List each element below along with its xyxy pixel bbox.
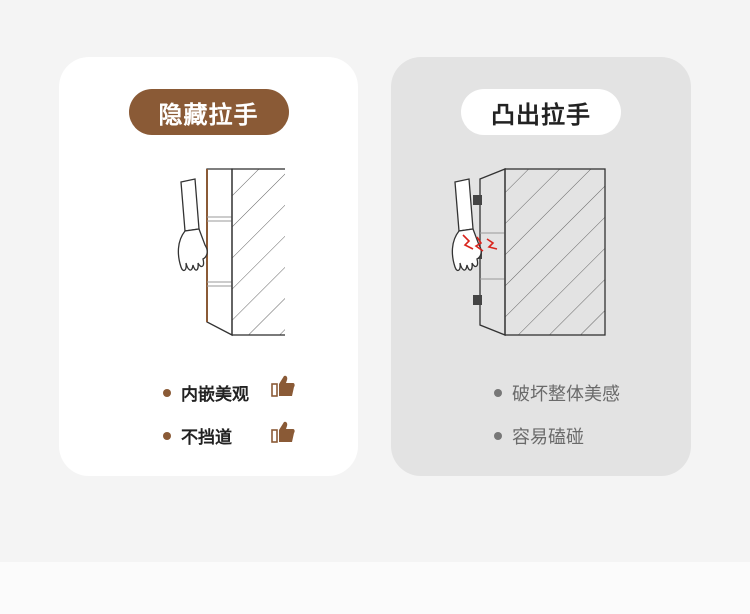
hidden-handle-card: 隐藏拉手 内嵌美观 不挡道 xyxy=(59,57,358,476)
feature-text: 不挡道 xyxy=(181,428,232,448)
thumbs-up-icon xyxy=(271,375,295,397)
collision-marks xyxy=(462,234,498,252)
protruding-handle-title: 凸出拉手 xyxy=(461,89,621,135)
thumbs-up-icon xyxy=(271,421,295,443)
feature-item: 破坏整体美感 xyxy=(494,380,620,406)
feature-text: 破坏整体美感 xyxy=(512,384,620,405)
feature-text: 容易磕碰 xyxy=(512,427,584,448)
bullet-dot xyxy=(163,388,171,397)
feature-item: 内嵌美观 xyxy=(163,380,249,405)
hidden-handle-title: 隐藏拉手 xyxy=(128,89,289,135)
bullet-dot xyxy=(494,432,502,440)
hidden-handle-cabinet-illustration xyxy=(177,168,285,337)
feature-text: 内嵌美观 xyxy=(181,385,249,405)
feature-item: 容易磕碰 xyxy=(494,423,584,449)
feature-item: 不挡道 xyxy=(163,423,232,448)
bottom-band xyxy=(0,562,750,614)
bullet-dot xyxy=(494,389,502,397)
protruding-handle-cabinet-illustration xyxy=(451,168,606,336)
protruding-handle-card: 凸出拉手 破坏整体美感 容易磕碰 xyxy=(391,57,691,476)
bullet-dot xyxy=(163,431,171,440)
